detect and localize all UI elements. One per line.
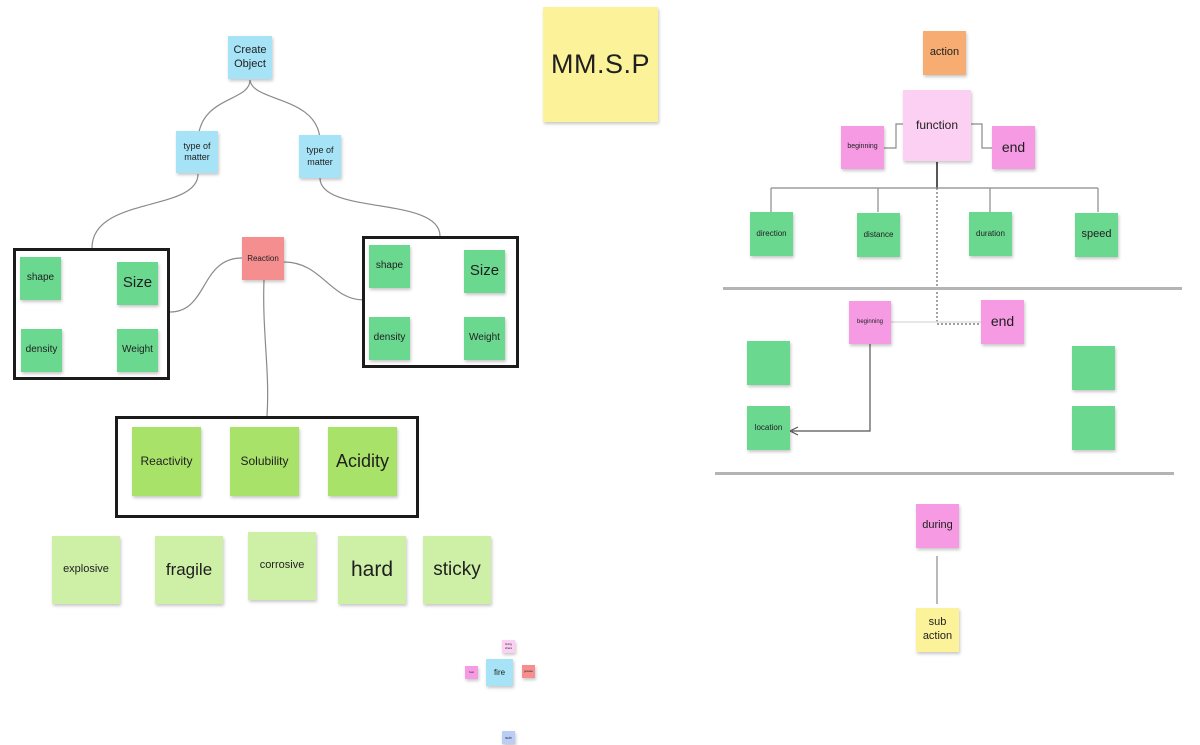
end-note-mid[interactable]: end [981, 300, 1024, 344]
hard-note[interactable]: hard [338, 536, 406, 604]
solubility-note[interactable]: Solubility [230, 427, 299, 496]
density-note-right[interactable]: density [369, 317, 410, 360]
type-of-matter-note-right[interactable]: type of matter [299, 135, 341, 178]
create-object-note[interactable]: Create Object [228, 36, 272, 79]
reaction-properties-frame[interactable] [115, 416, 419, 518]
connector-root-right [249, 79, 321, 141]
title-note[interactable]: MM.S.P [543, 7, 658, 122]
connector-branch-left-group [91, 173, 199, 249]
type-of-matter-note-left[interactable]: type of matter [176, 131, 218, 173]
sub-action-note[interactable]: sub action [916, 608, 959, 652]
empty-note-top-right[interactable] [1072, 346, 1115, 390]
fragile-note[interactable]: fragile [155, 536, 223, 604]
fire-left-note[interactable]: fuel [465, 666, 478, 679]
right-properties-frame[interactable] [362, 236, 519, 368]
fire-right-note[interactable]: grease [522, 665, 535, 678]
divider-bottom [715, 472, 1174, 475]
direction-note[interactable]: direction [750, 212, 793, 256]
connector-reaction-right [283, 261, 365, 301]
divider-top [723, 287, 1182, 290]
empty-note-bottom-right[interactable] [1072, 406, 1115, 450]
shape-note-left[interactable]: shape [20, 257, 61, 300]
reaction-note[interactable]: Reaction [242, 237, 284, 280]
beginning-note-mid[interactable]: beginning [849, 301, 891, 344]
fire-bottom-note[interactable]: sub [502, 731, 515, 744]
end-note-top[interactable]: end [992, 126, 1035, 169]
connector-branch-right-group [319, 177, 441, 237]
weight-note-right[interactable]: Weight [464, 317, 505, 360]
connector-reaction-down [263, 279, 269, 417]
connector-reaction-left [169, 257, 243, 313]
beginning-note-top[interactable]: beginning [841, 126, 884, 169]
location-note[interactable]: location [747, 406, 790, 450]
distance-note[interactable]: distance [857, 213, 900, 257]
during-note[interactable]: during [916, 504, 959, 548]
shape-note-right[interactable]: shape [369, 245, 410, 288]
left-properties-frame[interactable] [13, 248, 170, 380]
explosive-note[interactable]: explosive [52, 536, 120, 604]
density-note-left[interactable]: density [21, 329, 62, 372]
connector-arrowhead [788, 426, 799, 436]
speed-note[interactable]: speed [1075, 213, 1118, 257]
title-text: MM.S.P [550, 48, 650, 79]
connector-function-beginning [884, 123, 903, 149]
empty-note-top-left[interactable] [747, 341, 790, 385]
duration-note[interactable]: duration [969, 212, 1012, 256]
sticky-note[interactable]: sticky [423, 536, 491, 604]
acidity-note[interactable]: Acidity [328, 427, 397, 496]
weight-note-left[interactable]: Weight [117, 329, 158, 372]
size-note-right[interactable]: Size [464, 250, 505, 293]
fire-note[interactable]: fire [486, 659, 513, 686]
connector-function-end [970, 123, 992, 149]
action-note[interactable]: action [923, 31, 966, 75]
corrosive-note[interactable]: corrosive [248, 532, 316, 600]
size-note-left[interactable]: Size [117, 262, 158, 305]
reactivity-note[interactable]: Reactivity [132, 427, 201, 496]
connector-beginning-location [792, 344, 871, 432]
fire-top-note[interactable]: living chars [502, 640, 515, 653]
function-note[interactable]: function [903, 90, 971, 161]
connector-function-end2-dotted [936, 188, 981, 325]
